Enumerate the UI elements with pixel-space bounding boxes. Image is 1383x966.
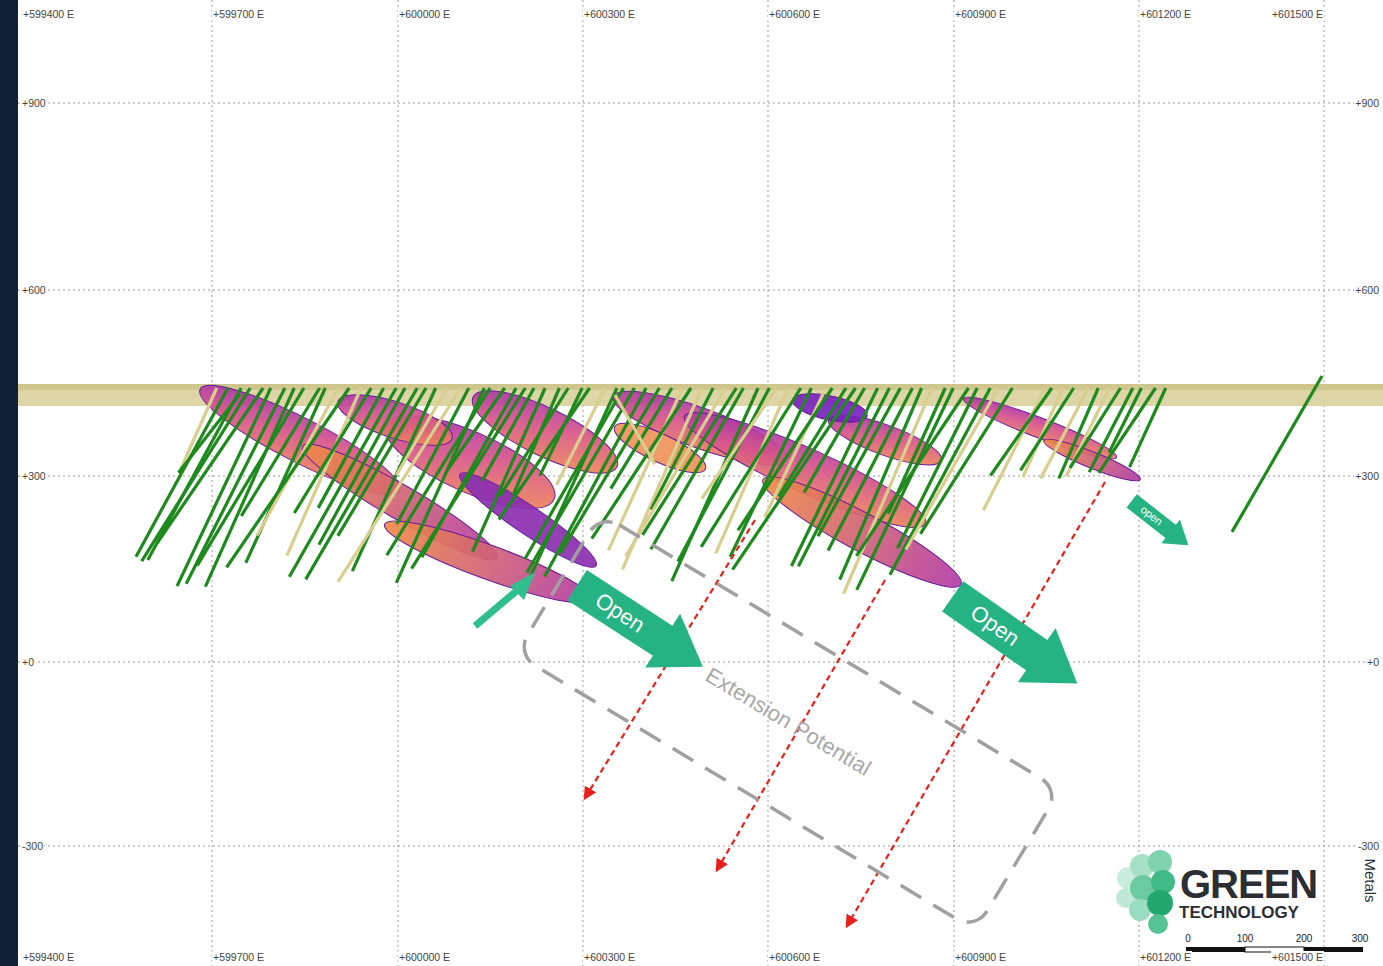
drill-hole	[528, 388, 617, 582]
axis-label: +300	[1354, 470, 1380, 483]
drill-hole	[289, 388, 396, 577]
drill-hole	[798, 388, 889, 566]
drill-hole	[651, 388, 713, 510]
axis-label: -300	[1357, 840, 1380, 853]
axis-label: +600000 E	[398, 951, 451, 964]
logo-mark	[1116, 850, 1175, 934]
target-arrow	[475, 572, 535, 626]
axis-label: +600900 E	[954, 951, 1007, 964]
drill-hole	[701, 388, 801, 547]
grid-line	[18, 846, 1383, 847]
axis-label: +600	[1354, 284, 1380, 297]
drill-hole	[844, 388, 933, 594]
axis-label: +601500 E	[1271, 951, 1324, 964]
axis-label: +599700 E	[212, 951, 265, 964]
grid-line	[18, 103, 1383, 104]
drill-hole	[890, 388, 990, 575]
axis-label: +600300 E	[583, 951, 636, 964]
grid-line	[212, 0, 213, 966]
drill-hole	[499, 388, 590, 519]
drill-hole	[920, 388, 1012, 534]
axis-label: +599400 E	[22, 8, 75, 21]
axis-label: +601500 E	[1271, 8, 1324, 21]
drill-hole	[897, 388, 977, 548]
projection-arrow	[847, 482, 1105, 926]
dashed-outline	[516, 514, 1060, 931]
drill-hole	[227, 388, 350, 567]
drill-hole	[1130, 388, 1166, 467]
axis-label: -300	[21, 840, 44, 853]
drill-hole	[1109, 388, 1141, 452]
axis-label: +900	[21, 97, 47, 110]
ore-lens	[1041, 433, 1143, 487]
drill-hole	[396, 388, 447, 475]
drill-hole	[732, 388, 855, 570]
axis-label: +600600 E	[768, 951, 821, 964]
open-arrow: open	[1122, 489, 1197, 557]
drill-hole	[1232, 376, 1322, 532]
scale-label: 100	[1237, 932, 1254, 945]
drill-hole	[319, 388, 405, 545]
drill-hole	[840, 388, 922, 580]
grid-lines	[18, 0, 1383, 966]
drill-hole	[178, 394, 240, 473]
open-arrow: Open	[934, 569, 1096, 710]
arrow-shape	[560, 558, 721, 693]
logo-text: GREEN	[1180, 863, 1317, 905]
drill-holes	[136, 376, 1322, 594]
axis-label: +0	[1366, 656, 1380, 669]
scale-label: 200	[1296, 932, 1313, 945]
arrow-shape	[1122, 489, 1197, 557]
open-arrow: Open	[560, 558, 721, 693]
ore-lens	[379, 508, 597, 615]
drill-hole	[615, 395, 655, 464]
axis-label: +300	[21, 470, 47, 483]
drill-hole	[557, 388, 606, 485]
grid-line	[18, 476, 1383, 477]
arrow-shape	[934, 569, 1096, 710]
axis-label: +601200 E	[1139, 8, 1192, 21]
drill-hole	[338, 388, 461, 582]
drill-hole	[818, 388, 900, 536]
axis-label: +900	[1354, 97, 1380, 110]
axis-label: +601200 E	[1139, 951, 1192, 964]
axis-label: +600600 E	[768, 8, 821, 21]
drill-hole	[828, 388, 912, 551]
drill-hole	[177, 388, 271, 586]
scale-label: 300	[1352, 932, 1369, 945]
axis-label: +599400 E	[22, 951, 75, 964]
drill-hole	[412, 388, 526, 569]
projection-arrows	[585, 482, 1105, 926]
grid-line	[1324, 0, 1325, 966]
scale-label: 0	[1185, 932, 1191, 945]
drill-hole	[241, 388, 319, 516]
grid-line	[583, 0, 584, 966]
logo-text: Metals	[1362, 858, 1379, 902]
drill-hole	[906, 388, 998, 550]
drill-hole	[765, 388, 826, 517]
axis-label: +600	[21, 284, 47, 297]
axis-label: +600000 E	[398, 8, 451, 21]
grid-line	[18, 290, 1383, 291]
zone-label: Extension Potential	[700, 662, 875, 782]
grid-line	[1139, 0, 1140, 966]
axis-label: +600300 E	[583, 8, 636, 21]
plot-ground	[18, 0, 1383, 966]
axis-label: +0	[21, 656, 35, 669]
logo-text: TECHNOLOGY	[1179, 903, 1299, 922]
axis-label: +600900 E	[954, 8, 1007, 21]
drill-hole	[142, 388, 251, 561]
axis-label: +599700 E	[212, 8, 265, 21]
extension-zone: Extension Potential	[513, 511, 1062, 933]
ore-lenses	[190, 370, 1143, 616]
